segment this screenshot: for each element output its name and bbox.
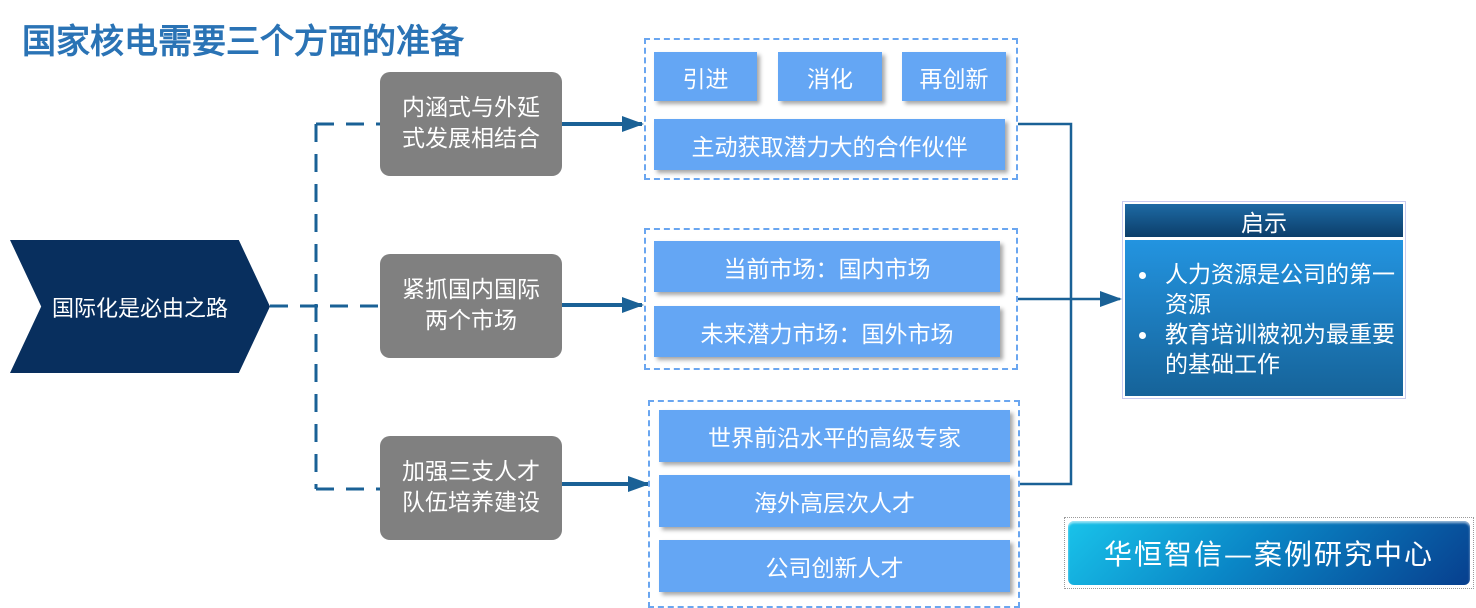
bullet-dot-icon bbox=[1139, 332, 1146, 339]
branch-node-3: 加强三支人才 队伍培养建设 bbox=[380, 436, 562, 540]
branch-2-line-2: 两个市场 bbox=[425, 308, 517, 334]
insight-bullet-text: 教育培训被视为最重要的基础工作 bbox=[1165, 322, 1395, 378]
root-label: 国际化是必由之路 bbox=[51, 296, 228, 322]
branch-node-1: 内涵式与外延 式发展相结合 bbox=[380, 72, 562, 176]
branch-1-line-2: 式发展相结合 bbox=[402, 126, 540, 152]
insight-bullet: 教育培训被视为最重要的基础工作 bbox=[1135, 320, 1395, 380]
item-senior-experts: 世界前沿水平的高级专家 bbox=[659, 410, 1010, 462]
item-digest: 消化 bbox=[778, 52, 882, 101]
item-reinnovate: 再创新 bbox=[902, 52, 1006, 101]
group-1 bbox=[644, 38, 1018, 180]
branch-1-line-1: 内涵式与外延 bbox=[402, 95, 540, 121]
group-3 bbox=[648, 400, 1020, 608]
item-domestic-market: 当前市场：国内市场 bbox=[654, 241, 1000, 292]
item-introduce: 引进 bbox=[654, 52, 757, 101]
insight-bullet-text: 人力资源是公司的第一资源 bbox=[1165, 262, 1395, 318]
insight-bullet: 人力资源是公司的第一资源 bbox=[1135, 260, 1395, 320]
item-foreign-market: 未来潜力市场：国外市场 bbox=[654, 306, 1000, 357]
insight-heading: 启示 bbox=[1125, 204, 1403, 237]
insight-body: 人力资源是公司的第一资源 教育培训被视为最重要的基础工作 bbox=[1125, 240, 1403, 396]
branch-3-line-2: 队伍培养建设 bbox=[402, 490, 540, 516]
bullet-dot-icon bbox=[1139, 272, 1146, 279]
group-2 bbox=[644, 228, 1018, 370]
branch-3-line-1: 加强三支人才 bbox=[402, 459, 540, 485]
insight-box: 启示 人力资源是公司的第一资源 教育培训被视为最重要的基础工作 bbox=[1122, 201, 1406, 399]
branch-node-2: 紧抓国内国际 两个市场 bbox=[380, 254, 562, 358]
item-overseas-talent: 海外高层次人才 bbox=[659, 475, 1010, 527]
branch-2-line-1: 紧抓国内国际 bbox=[402, 277, 540, 303]
root-node: 国际化是必由之路 bbox=[10, 240, 270, 373]
brand-badge-label: 华恒智信—案例研究中心 bbox=[1068, 521, 1470, 585]
item-innovation-talent: 公司创新人才 bbox=[659, 540, 1010, 592]
brand-badge: 华恒智信—案例研究中心 bbox=[1064, 517, 1474, 589]
item-partners: 主动获取潜力大的合作伙伴 bbox=[654, 119, 1005, 170]
page-title: 国家核电需要三个方面的准备 bbox=[22, 22, 464, 62]
collector-top bbox=[1018, 122, 1073, 486]
